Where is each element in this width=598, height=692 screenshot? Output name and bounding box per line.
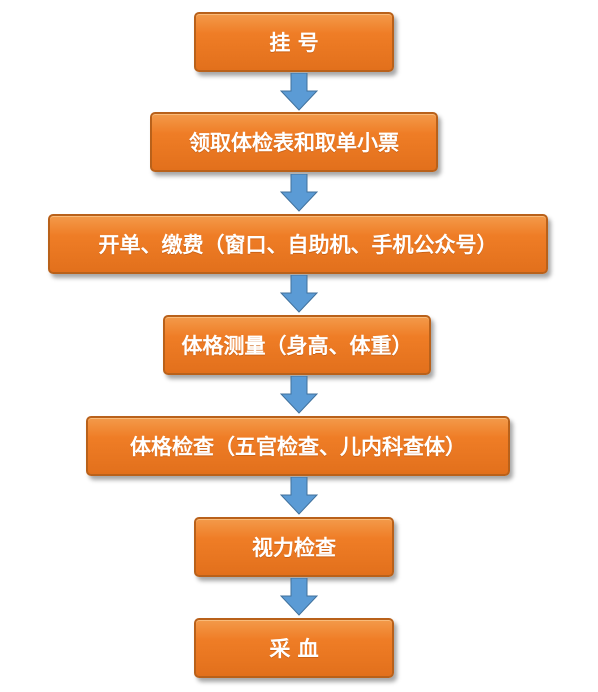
step-order-payment-label: 开单、缴费（窗口、自助机、手机公众号） bbox=[98, 233, 498, 257]
down-arrow-icon bbox=[280, 477, 318, 515]
step-body-measurement-label: 体格测量（身高、体重） bbox=[181, 334, 413, 358]
step-get-form-label: 领取体检表和取单小票 bbox=[189, 131, 399, 155]
step-vision-test: 视力检查 bbox=[194, 517, 394, 577]
down-arrow-icon bbox=[280, 578, 318, 616]
down-arrow-icon bbox=[280, 275, 318, 313]
step-registration: 挂 号 bbox=[194, 12, 394, 72]
step-registration-label: 挂 号 bbox=[269, 31, 319, 55]
down-arrow-icon bbox=[280, 376, 318, 414]
step-blood-draw-label: 采 血 bbox=[269, 637, 319, 661]
step-vision-test-label: 视力检查 bbox=[252, 536, 336, 560]
step-blood-draw: 采 血 bbox=[194, 618, 394, 678]
step-physical-exam: 体格检查（五官检查、儿内科查体） bbox=[86, 416, 510, 476]
down-arrow-icon bbox=[280, 174, 318, 212]
step-body-measurement: 体格测量（身高、体重） bbox=[163, 315, 431, 375]
down-arrow-icon bbox=[280, 73, 318, 111]
step-physical-exam-label: 体格检查（五官检查、儿内科查体） bbox=[130, 435, 466, 459]
step-get-form: 领取体检表和取单小票 bbox=[150, 112, 438, 172]
step-order-payment: 开单、缴费（窗口、自助机、手机公众号） bbox=[48, 214, 548, 274]
